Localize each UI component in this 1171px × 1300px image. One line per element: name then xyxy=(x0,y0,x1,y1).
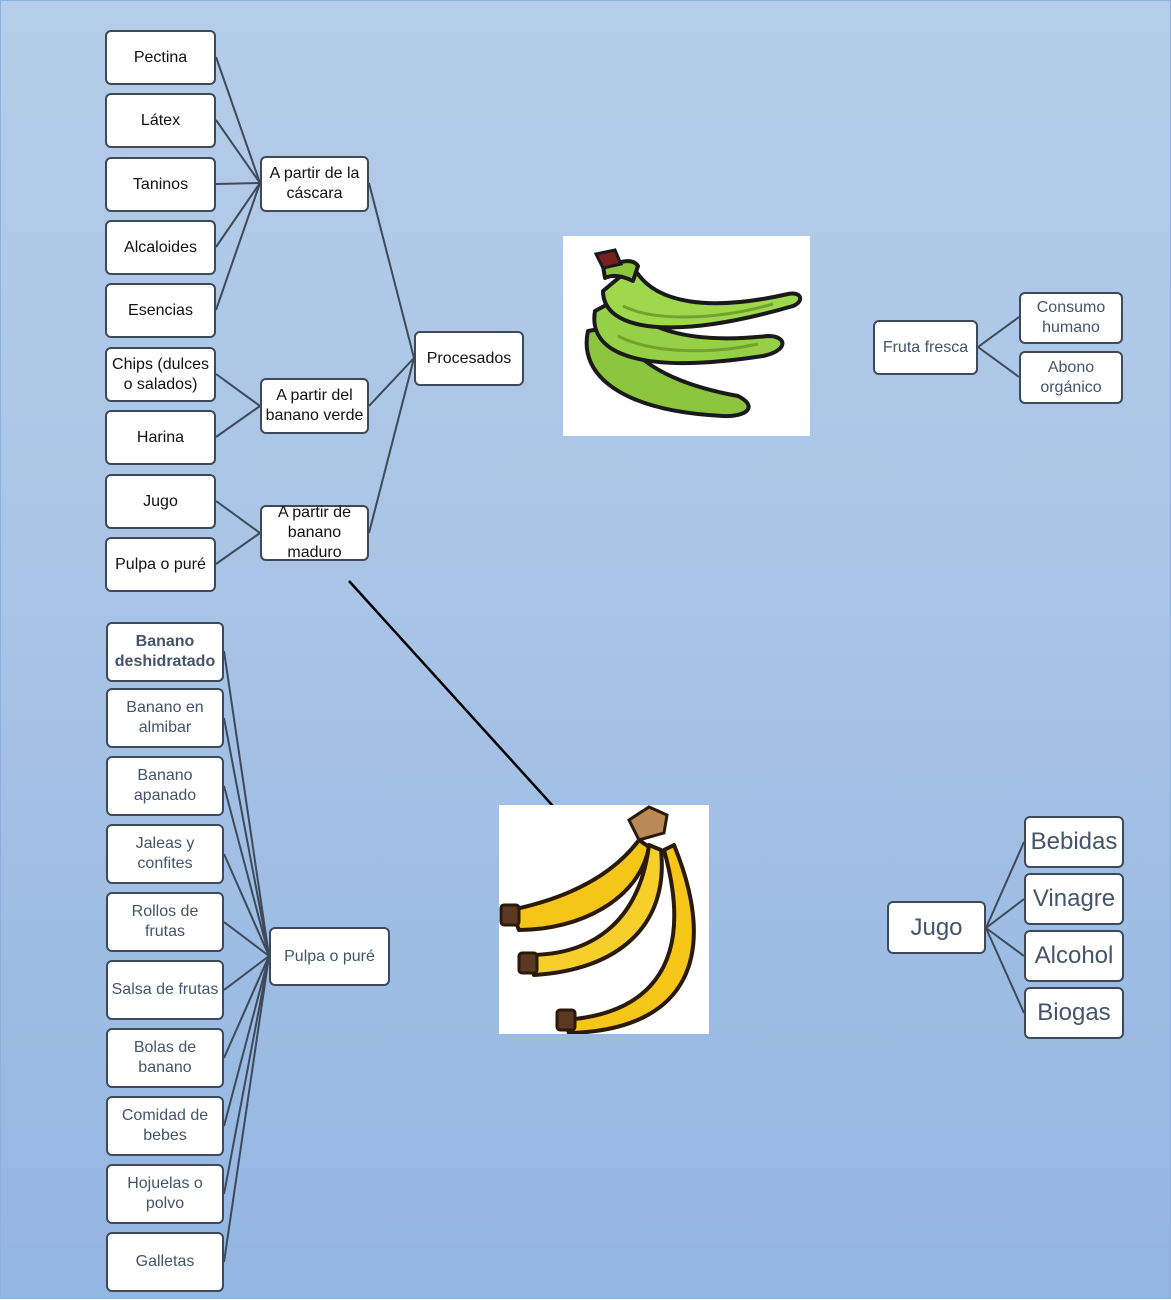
leaf-hojuelas-polvo: Hojuelas o polvo xyxy=(106,1164,224,1224)
connector-line xyxy=(223,785,270,957)
leaf-biogas: Biogas xyxy=(1024,987,1124,1039)
connector-line xyxy=(368,357,415,534)
connector-line xyxy=(368,182,415,359)
leaf-galletas: Galletas xyxy=(106,1232,224,1292)
connector-line xyxy=(215,182,261,311)
leaf-pectina: Pectina xyxy=(105,30,216,85)
connector-line xyxy=(985,927,1025,957)
green-banana-bunch-icon xyxy=(563,236,810,436)
connector-line xyxy=(223,853,270,957)
leaf-banano-deshidratado: Banano deshidratado xyxy=(106,622,224,682)
connector-line xyxy=(215,405,261,438)
leaf-esencias: Esencias xyxy=(105,283,216,338)
leaf-jugo: Jugo xyxy=(105,474,216,529)
connector-line xyxy=(223,955,270,1127)
connector-line xyxy=(977,346,1020,378)
ripe-banana-bunch-icon xyxy=(499,805,709,1035)
connector-line xyxy=(977,316,1020,348)
connector-line xyxy=(223,955,270,991)
connector-line xyxy=(223,650,270,957)
node-pulpa-o-pure: Pulpa o puré xyxy=(269,927,390,986)
node-a-partir-cascara: A partir de la cáscara xyxy=(260,156,369,212)
connector-line xyxy=(368,357,415,407)
leaf-latex: Látex xyxy=(105,93,216,148)
leaf-comidad-bebes: Comidad de bebes xyxy=(106,1096,224,1156)
leaf-salsa-frutas: Salsa de frutas xyxy=(106,960,224,1020)
node-jugo: Jugo xyxy=(887,901,986,954)
leaf-abono-organico: Abono orgánico xyxy=(1019,351,1123,404)
node-a-partir-maduro: A partir de banano maduro xyxy=(260,504,369,561)
connector-line xyxy=(985,927,1025,1014)
connector-line xyxy=(223,717,270,957)
node-procesados: Procesados xyxy=(414,331,524,386)
connector-line xyxy=(985,841,1025,929)
node-fruta-fresca: Fruta fresca xyxy=(873,320,978,375)
connector-line xyxy=(223,955,270,1263)
leaf-alcohol: Alcohol xyxy=(1024,930,1124,982)
node-a-partir-verde: A partir del banano verde xyxy=(260,378,369,434)
connector-line xyxy=(215,532,261,565)
leaf-alcaloides: Alcaloides xyxy=(105,220,216,275)
leaf-consumo-humano: Consumo humano xyxy=(1019,292,1123,344)
connector-line xyxy=(223,955,270,1195)
leaf-chips: Chips (dulces o salados) xyxy=(105,347,216,402)
leaf-jaleas-confites: Jaleas y confites xyxy=(106,824,224,884)
leaf-harina: Harina xyxy=(105,410,216,465)
leaf-rollos-frutas: Rollos de frutas xyxy=(106,892,224,952)
leaf-bebidas: Bebidas xyxy=(1024,816,1124,868)
leaf-taninos: Taninos xyxy=(105,157,216,212)
connector-line xyxy=(215,500,261,534)
connector-line xyxy=(215,182,261,248)
connector-line xyxy=(985,898,1025,929)
leaf-bolas-banano: Bolas de banano xyxy=(106,1028,224,1088)
leaf-banano-almibar: Banano en almibar xyxy=(106,688,224,748)
connector-line xyxy=(215,373,261,407)
connector-line xyxy=(215,56,261,184)
leaf-vinagre: Vinagre xyxy=(1024,873,1124,925)
leaf-banano-apanado: Banano apanado xyxy=(106,756,224,816)
connector-line xyxy=(215,182,261,185)
leaf-pulpa: Pulpa o puré xyxy=(105,537,216,592)
connector-line xyxy=(223,955,270,1059)
connector-line xyxy=(215,119,261,184)
connector-line xyxy=(223,921,270,957)
